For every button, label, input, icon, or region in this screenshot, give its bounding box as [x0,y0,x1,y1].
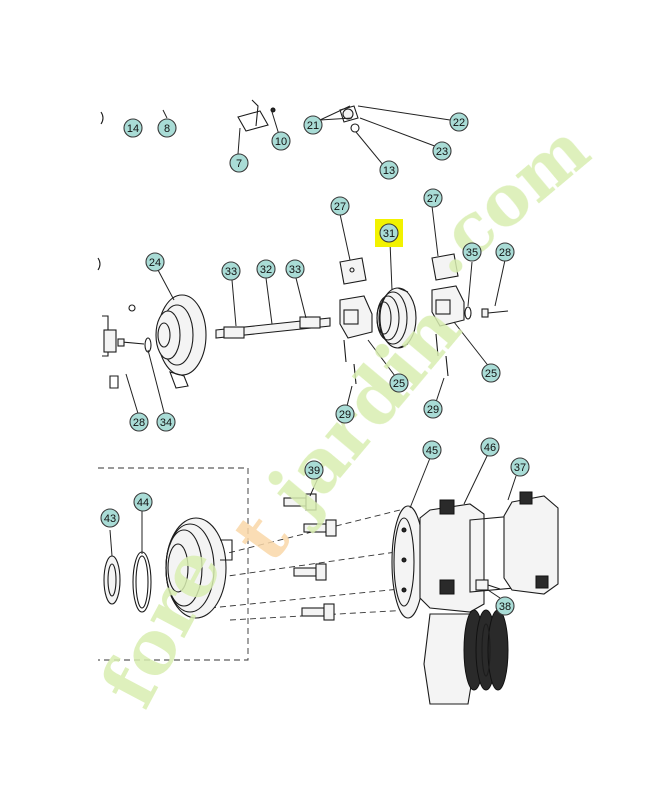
callout-25-right[interactable]: 25 [481,363,501,383]
svg-text:28: 28 [133,417,145,429]
svg-text:24: 24 [149,257,161,269]
callout-29-left[interactable]: 29 [335,404,355,424]
svg-text:33: 33 [289,264,301,276]
svg-text:27: 27 [334,201,346,213]
callout-39[interactable]: 39 [304,460,324,480]
svg-text:38: 38 [499,601,511,613]
svg-text:29: 29 [427,404,439,416]
bolt-39-set [283,493,337,621]
svg-text:8: 8 [164,123,170,135]
svg-text:44: 44 [137,497,149,509]
callout-layer: 14 8 10 7 21 22 23 13 27 31 27 35 28 24 … [100,112,530,616]
svg-text:45: 45 [426,445,438,457]
svg-text:14: 14 [127,123,139,135]
callout-32[interactable]: 32 [256,259,276,279]
svg-text:34: 34 [160,417,172,429]
svg-text:43: 43 [104,513,116,525]
callout-28-left[interactable]: 28 [129,412,149,432]
svg-text:46: 46 [484,442,496,454]
svg-text:25: 25 [393,378,405,390]
callout-27-left[interactable]: 27 [330,196,350,216]
svg-text:23: 23 [436,146,448,158]
lower-pulley-reference [423,609,509,705]
bottom-assembly [98,453,559,705]
callout-10[interactable]: 10 [271,131,291,151]
callout-37[interactable]: 37 [510,457,530,477]
svg-text:29: 29 [339,409,351,421]
callout-31[interactable]: 31 [379,223,399,243]
callout-27-right[interactable]: 27 [423,188,443,208]
svg-text:28: 28 [499,247,511,259]
callout-22[interactable]: 22 [449,112,469,132]
callout-38[interactable]: 38 [495,596,515,616]
callout-44[interactable]: 44 [133,492,153,512]
svg-text:31: 31 [383,228,395,240]
svg-text:37: 37 [514,462,526,474]
callout-46[interactable]: 46 [480,437,500,457]
callout-25-left[interactable]: 25 [389,373,409,393]
svg-text:33: 33 [225,266,237,278]
callout-21[interactable]: 21 [303,115,323,135]
callout-33-left[interactable]: 33 [221,261,241,281]
callout-45[interactable]: 45 [422,440,442,460]
svg-text:32: 32 [260,264,272,276]
svg-text:27: 27 [427,193,439,205]
svg-text:25: 25 [485,368,497,380]
middle-assembly [97,205,509,421]
callout-14[interactable]: 14 [123,118,143,138]
callout-13[interactable]: 13 [379,160,399,180]
callout-24[interactable]: 24 [145,252,165,272]
callout-29-right[interactable]: 29 [423,399,443,419]
top-assembly [100,99,451,167]
callout-33-right[interactable]: 33 [285,259,305,279]
svg-text:10: 10 [275,136,287,148]
callout-7[interactable]: 7 [229,153,249,173]
callout-28-right[interactable]: 28 [495,242,515,262]
callout-8[interactable]: 8 [157,118,177,138]
svg-text:22: 22 [453,117,465,129]
callout-34[interactable]: 34 [156,412,176,432]
callout-35[interactable]: 35 [462,242,482,262]
svg-text:35: 35 [466,247,478,259]
svg-text:21: 21 [307,120,319,132]
callout-23[interactable]: 23 [432,141,452,161]
svg-text:13: 13 [383,165,395,177]
svg-text:7: 7 [236,158,242,170]
callout-43[interactable]: 43 [100,508,120,528]
svg-text:39: 39 [308,465,320,477]
